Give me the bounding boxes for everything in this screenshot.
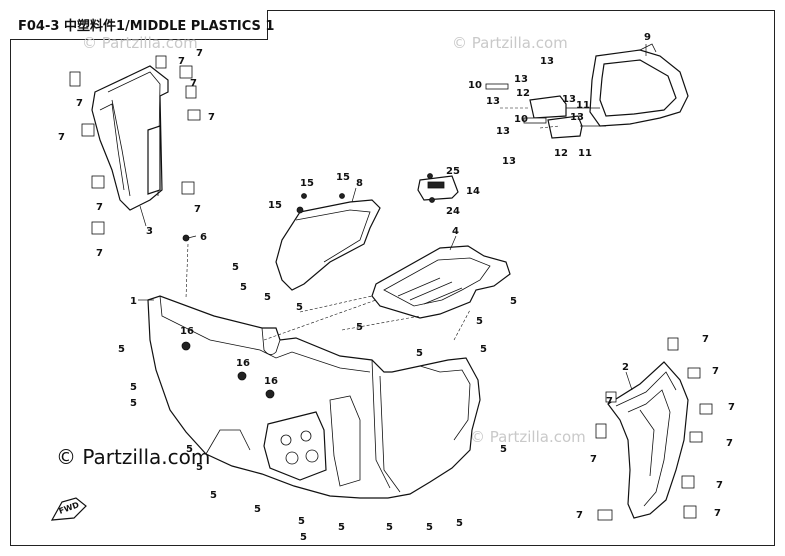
watermark-main: © Partzilla.com: [56, 445, 211, 469]
callout-11b: 11: [578, 148, 592, 159]
callout-8: 8: [356, 178, 363, 189]
callout-10b: 10: [514, 114, 528, 125]
callout-7k: 7: [606, 396, 613, 407]
callout-5q: 5: [254, 504, 261, 515]
part-1-main-body: [147, 295, 481, 499]
callout-7o: 7: [716, 480, 723, 491]
callout-5f: 5: [416, 348, 423, 359]
callout-7l: 7: [728, 402, 735, 413]
callout-5o: 5: [196, 462, 203, 473]
callout-13c: 13: [486, 96, 500, 107]
callout-10a: 10: [468, 80, 482, 91]
part-2-right-side-cover: [607, 361, 689, 519]
callout-9: 9: [644, 32, 651, 43]
part-3-left-side-cover: [91, 65, 169, 211]
callout-13f: 13: [496, 126, 510, 137]
callout-7m: 7: [590, 454, 597, 465]
watermark-center: © Partzilla.com: [470, 428, 586, 446]
callout-5u: 5: [426, 522, 433, 533]
fwd-arrow-icon: FWD: [50, 497, 87, 521]
callout-5h: 5: [476, 316, 483, 327]
callout-15c: 15: [336, 172, 350, 183]
callout-7d: 7: [208, 112, 215, 123]
watermark-top-right: © Partzilla.com: [452, 34, 568, 52]
callout-5w: 5: [300, 532, 307, 543]
title-box: [10, 10, 268, 40]
callout-5k: 5: [118, 344, 125, 355]
callout-13g: 13: [502, 156, 516, 167]
watermark-top-left: © Partzilla.com: [82, 34, 198, 52]
callout-7a: 7: [196, 48, 203, 59]
part-4-floor-tray: [371, 245, 511, 319]
diagram-frame: [10, 10, 775, 546]
callout-7h: 7: [96, 248, 103, 259]
callout-14: 14: [466, 186, 480, 197]
callout-6: 6: [200, 232, 207, 243]
callout-5c: 5: [264, 292, 271, 303]
fastener-clips: [69, 55, 713, 521]
callout-15a: 15: [300, 178, 314, 189]
callout-13a: 13: [540, 56, 554, 67]
callout-15b: 15: [268, 200, 282, 211]
bracket-assembly-10-13: [485, 83, 606, 139]
callout-5g: 5: [480, 344, 487, 355]
callout-5d: 5: [296, 302, 303, 313]
callout-7b: 7: [190, 78, 197, 89]
callout-16a: 16: [180, 326, 194, 337]
callout-25: 25: [446, 166, 460, 177]
callout-7g: 7: [96, 202, 103, 213]
callout-16c: 16: [264, 376, 278, 387]
callout-24: 24: [446, 206, 460, 217]
callout-12b: 12: [554, 148, 568, 159]
callout-16b: 16: [236, 358, 250, 369]
callout-13e: 13: [570, 112, 584, 123]
callout-3: 3: [146, 226, 153, 237]
callout-labels: 1 2 3 4 6 8 9 10 10 11 11 12 12 13 13 13…: [58, 32, 735, 543]
callout-5p: 5: [210, 490, 217, 501]
callout-7f: 7: [194, 204, 201, 215]
callout-7r: 7: [178, 56, 185, 67]
part-14-bracket: [417, 175, 459, 201]
callout-5n: 5: [186, 444, 193, 455]
callout-7n: 7: [726, 438, 733, 449]
assembly-guide-lines: [185, 107, 561, 341]
part-8-seat-pad: [275, 199, 381, 291]
callout-1: 1: [130, 296, 137, 307]
callout-5j: 5: [500, 444, 507, 455]
callout-5t: 5: [386, 522, 393, 533]
callout-13b: 13: [514, 74, 528, 85]
callout-5s: 5: [338, 522, 345, 533]
callout-7q: 7: [576, 510, 583, 521]
callout-5r: 5: [298, 516, 305, 527]
callout-7c: 7: [76, 98, 83, 109]
callout-5v: 5: [456, 518, 463, 529]
callout-12a: 12: [516, 88, 530, 99]
callout-13d: 13: [562, 94, 576, 105]
part-9-side-frame: [589, 43, 689, 127]
callout-7e: 7: [58, 132, 65, 143]
callout-5e: 5: [356, 322, 363, 333]
callout-4: 4: [452, 226, 459, 237]
callout-5b: 5: [240, 282, 247, 293]
callout-5a: 5: [232, 262, 239, 273]
leader-lines: [138, 44, 647, 391]
callout-5l: 5: [130, 382, 137, 393]
callout-5m: 5: [130, 398, 137, 409]
callout-11a: 11: [576, 100, 590, 111]
callout-7j: 7: [712, 366, 719, 377]
callout-5i: 5: [510, 296, 517, 307]
callout-7p: 7: [714, 508, 721, 519]
callout-2: 2: [622, 362, 629, 373]
callout-7i: 7: [702, 334, 709, 345]
diagram-title: F04-3 中塑料件1/MIDDLE PLASTICS 1: [18, 19, 275, 34]
